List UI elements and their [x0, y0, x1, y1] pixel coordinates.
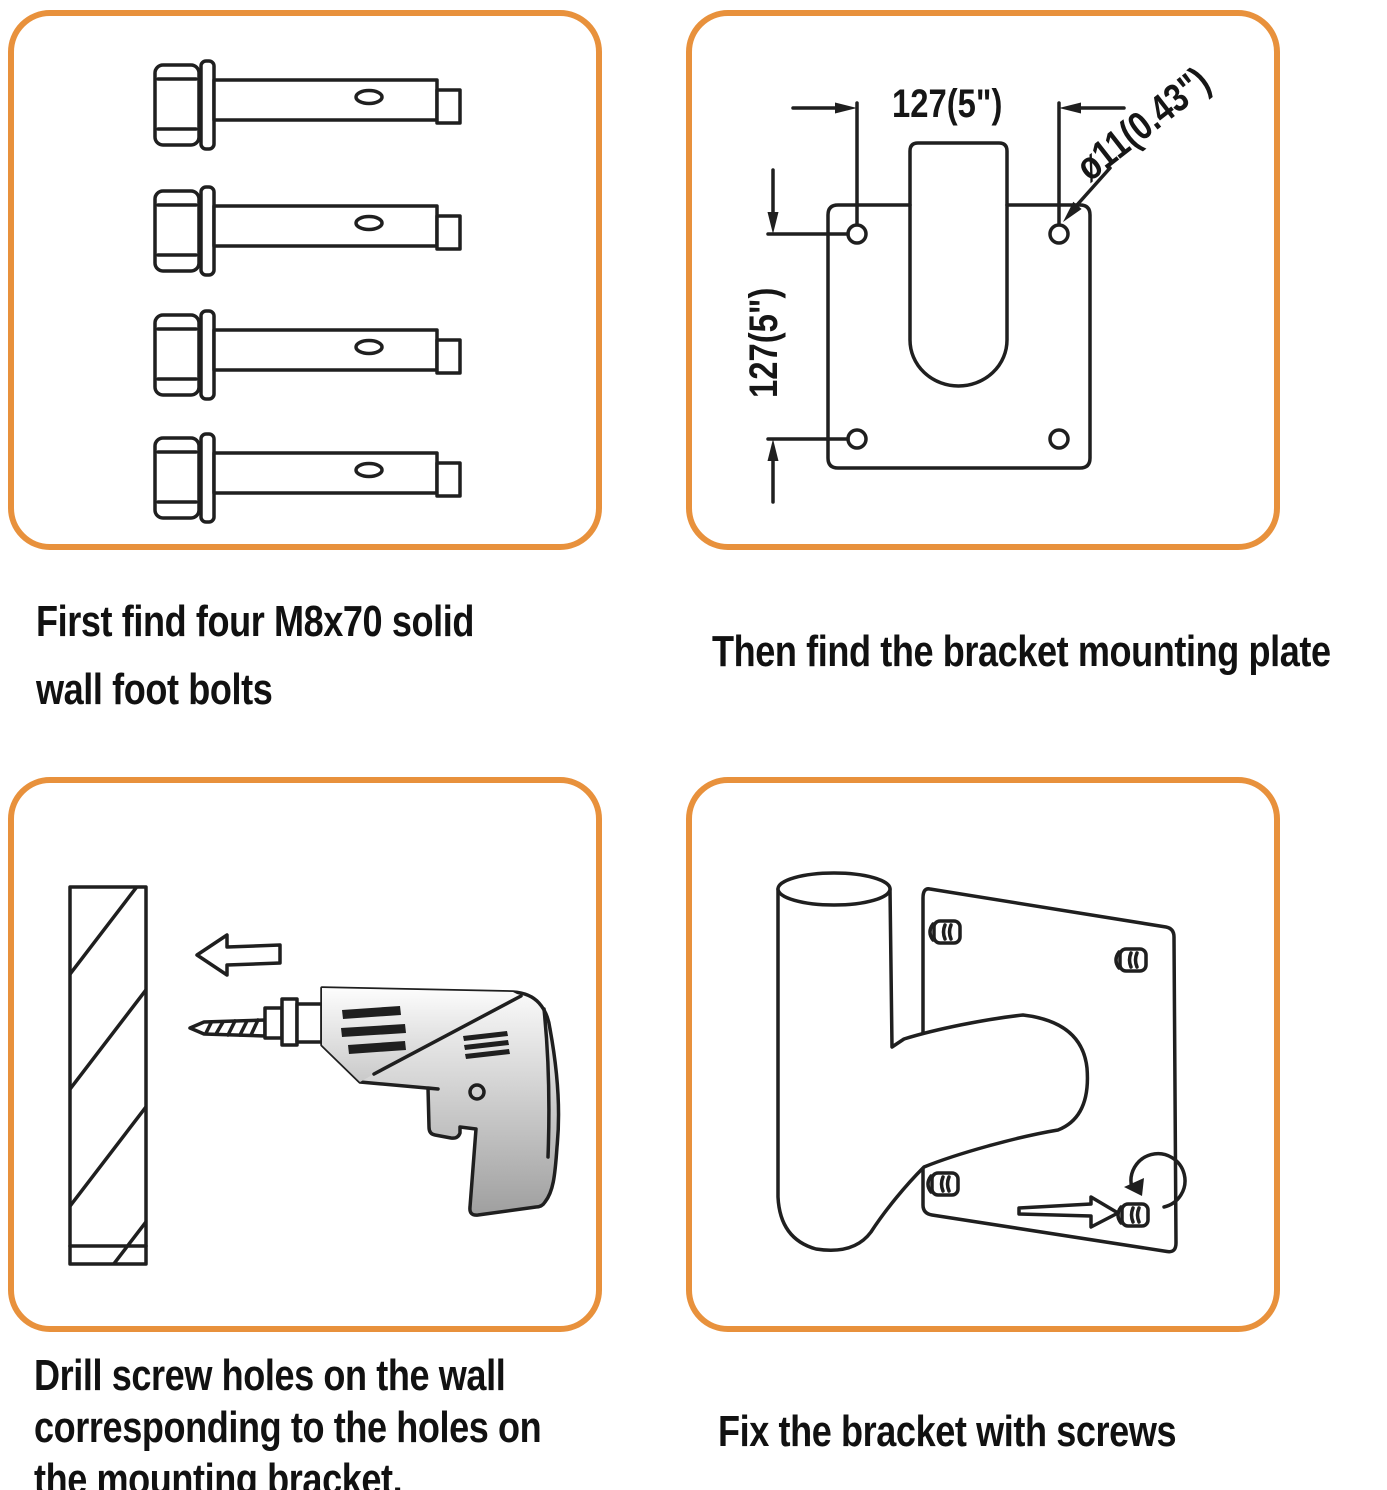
plate-height-dimension-label: 127(5") — [742, 287, 786, 398]
panel-bracket — [686, 777, 1280, 1332]
caption-line: Fix the bracket with screws — [718, 1407, 1177, 1456]
caption-line: First find four M8x70 solid — [36, 597, 474, 646]
caption-line: Then find the bracket mounting plate — [712, 627, 1331, 676]
caption-step-3: Drill screw holes on the wall correspond… — [34, 1350, 542, 1490]
drill-drawing — [68, 885, 561, 1266]
caption-line: the mounting bracket. — [34, 1455, 403, 1490]
caption-line: corresponding to the holes on — [34, 1403, 542, 1452]
plate-width-dimension-label: 127(5") — [892, 82, 1003, 126]
caption-line: Drill screw holes on the wall — [34, 1351, 506, 1400]
caption-line: wall foot bolts — [36, 665, 273, 714]
caption-step-2: Then find the bracket mounting plate — [712, 626, 1331, 678]
bolts-drawing — [153, 59, 462, 524]
caption-step-1: First find four M8x70 solid wall foot bo… — [36, 588, 474, 724]
panel-bolts — [8, 10, 602, 550]
panel-mounting-plate: 127(5") 127(5") ø11(0.43") — [686, 10, 1280, 550]
caption-step-4: Fix the bracket with screws — [718, 1406, 1177, 1458]
bracket-drawing — [776, 871, 1187, 1254]
mounting-plate-drawing — [766, 101, 1126, 504]
panel-drill — [8, 777, 602, 1332]
